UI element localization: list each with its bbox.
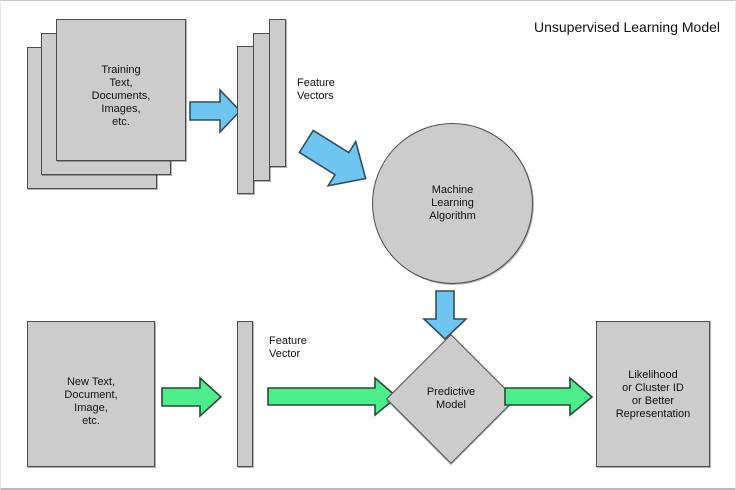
right-arrow-icon xyxy=(161,376,223,418)
predictive-model-label: Predictive Model xyxy=(426,386,476,411)
page-title: Unsupervised Learning Model xyxy=(534,19,720,35)
training-documents-sheet-front: Training Text, Documents, Images, etc. xyxy=(56,19,186,161)
feature-vector-bar-front xyxy=(269,19,286,167)
feature-vectors-label: Feature Vectors xyxy=(297,77,335,102)
new-input-node: New Text, Document, Image, etc. xyxy=(27,321,155,467)
feature-vector-bar-middle xyxy=(253,33,270,181)
feature-vector-bar-back xyxy=(237,46,254,194)
machine-learning-algorithm-node: Machine Learning Algorithm xyxy=(372,123,533,284)
down-arrow-icon xyxy=(422,290,468,341)
predictive-model-node: Predictive Model xyxy=(385,333,517,465)
output-node: Likelihood or Cluster ID or Better Repre… xyxy=(596,321,710,467)
training-documents-label: Training Text, Documents, Images, etc. xyxy=(91,64,151,128)
feature-vector-label: Feature Vector xyxy=(269,335,307,360)
output-label: Likelihood or Cluster ID or Better Repre… xyxy=(615,369,691,420)
right-arrow-icon xyxy=(189,88,242,134)
diagonal-right-down-arrow-icon xyxy=(297,129,375,191)
machine-learning-algorithm-label: Machine Learning Algorithm xyxy=(429,184,476,222)
right-arrow-icon xyxy=(504,376,594,417)
right-arrow-icon xyxy=(267,376,399,417)
new-input-label: New Text, Document, Image, etc. xyxy=(64,376,118,427)
feature-vector-bar xyxy=(237,321,253,467)
